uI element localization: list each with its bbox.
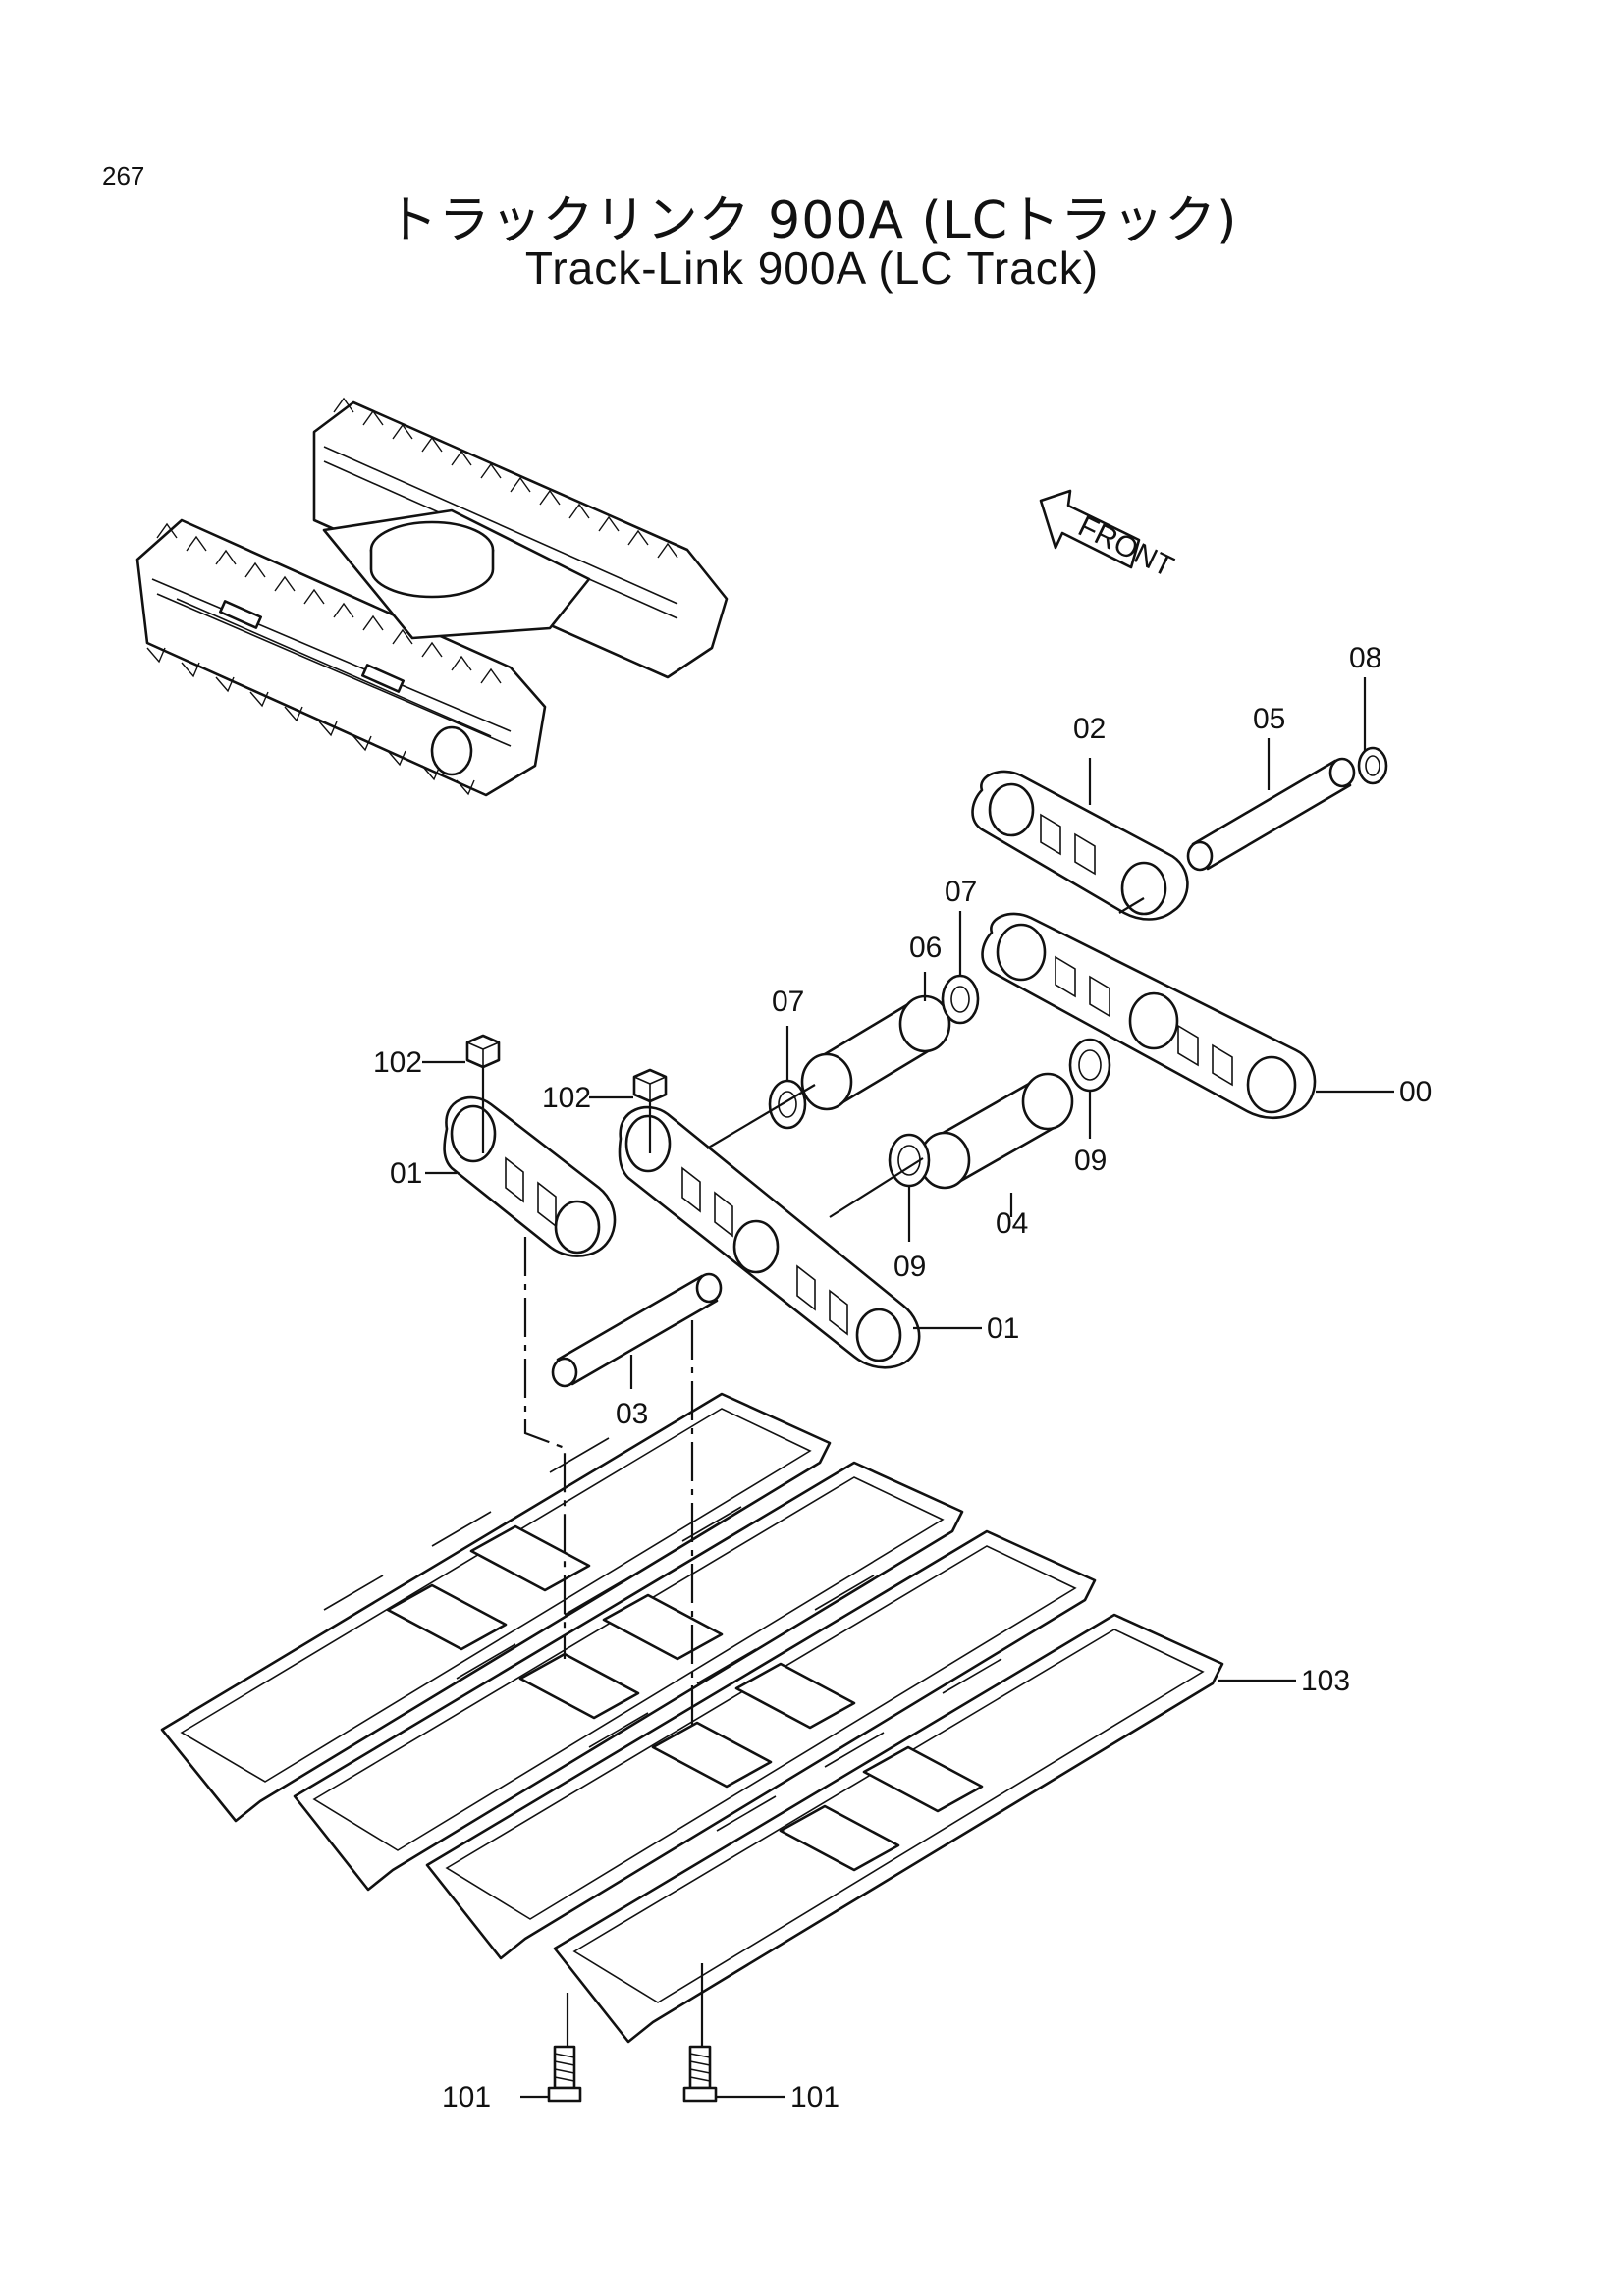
callout-07-right: 07 [945, 876, 977, 908]
track-shoe-3 [425, 1529, 1097, 1960]
callout-09-right: 09 [1074, 1145, 1107, 1177]
bolt-101-right [682, 2045, 718, 2103]
callout-labels: 00 01 01 02 03 04 05 06 07 07 08 09 09 1… [373, 642, 1432, 2113]
callout-101-left: 101 [442, 2081, 491, 2113]
link-01-right [618, 1105, 921, 1369]
snap-ring-08 [1357, 746, 1388, 785]
link-00 [981, 912, 1317, 1120]
track-shoe-teeth [146, 397, 678, 796]
nut-102-right [632, 1068, 668, 1103]
callout-01-left: 01 [390, 1157, 422, 1190]
pin-05 [1186, 757, 1356, 872]
callout-101-right: 101 [790, 2081, 839, 2113]
title-english: Track-Link 900A (LC Track) [524, 242, 1100, 294]
seal-09-upper [1068, 1038, 1111, 1093]
link-01-left [443, 1095, 617, 1257]
pin-03 [551, 1272, 723, 1388]
callout-08: 08 [1349, 642, 1381, 674]
undercarriage-overview [135, 397, 729, 797]
bolt-101-left [547, 2045, 582, 2103]
seal-07-lower [768, 1079, 807, 1130]
callout-05: 05 [1253, 703, 1285, 735]
callout-04: 04 [996, 1207, 1028, 1240]
seal-07-upper [941, 974, 980, 1025]
assembly-lines [481, 897, 1145, 2047]
track-shoe-1 [160, 1392, 832, 1823]
callout-103: 103 [1301, 1665, 1350, 1697]
front-label: FRONT [1073, 510, 1178, 584]
nut-102-left [465, 1034, 501, 1069]
callout-01-right: 01 [987, 1312, 1019, 1345]
callout-00: 00 [1399, 1076, 1432, 1108]
bushing-04 [918, 1072, 1074, 1190]
page-number: 267 [102, 161, 145, 190]
callout-102-left: 102 [373, 1046, 422, 1079]
callout-06: 06 [909, 932, 942, 964]
leader-lines [422, 677, 1394, 2099]
title-japanese: トラックリンク 900A (LCトラック) [386, 191, 1238, 250]
callout-07-left: 07 [772, 986, 804, 1018]
callout-09-left: 09 [893, 1251, 926, 1283]
track-shoe-4 [553, 1613, 1224, 2044]
seal-09-lower [888, 1133, 931, 1188]
front-arrow-icon: FRONT [1039, 489, 1178, 584]
callout-02: 02 [1073, 713, 1106, 745]
bushing-06 [800, 994, 951, 1111]
track-shoe-2 [293, 1461, 964, 1892]
callout-102-right: 102 [542, 1082, 591, 1114]
link-02 [971, 770, 1189, 921]
callout-03: 03 [616, 1398, 648, 1430]
